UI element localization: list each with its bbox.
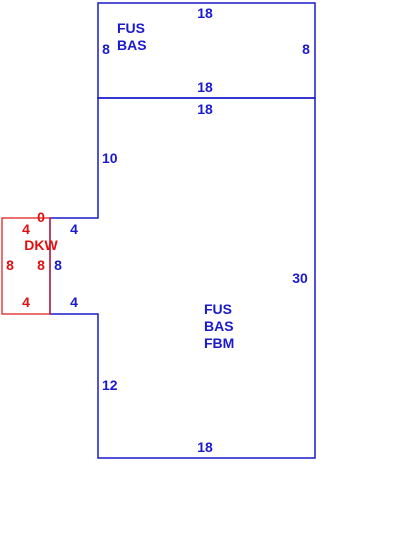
main-section-dim-left-upper: 10: [102, 150, 118, 166]
top-section-code-1: FUS: [117, 20, 145, 36]
top-section-dim-bottom: 18: [197, 79, 213, 95]
deck-section-dim-upper: 4: [22, 221, 30, 237]
main-section-dim-left-lower: 12: [102, 377, 118, 393]
deck-section-code: DKW: [24, 237, 58, 253]
top-section-dim-left: 8: [102, 41, 110, 57]
deck-section-dim-right: 8: [37, 257, 45, 273]
deck-section-dim-top: 0: [37, 209, 45, 225]
deck-section-dim-left: 8: [6, 257, 14, 273]
deck-section-dim-lower: 4: [22, 294, 30, 310]
main-section-code-3: FBM: [204, 335, 234, 351]
top-section-code-2: BAS: [117, 37, 147, 53]
top-section-dim-right: 8: [302, 41, 310, 57]
main-section-dim-notch-bottom: 4: [70, 294, 78, 310]
deck-section-outline: [1, 217, 51, 315]
main-section-outline: [49, 97, 316, 459]
top-section-dim-top: 18: [197, 5, 213, 21]
main-section-dim-bottom: 18: [197, 439, 213, 455]
main-section-code-1: FUS: [204, 301, 232, 317]
main-section-dim-right: 30: [292, 270, 308, 286]
main-section-dim-top: 18: [197, 101, 213, 117]
main-section-dim-notch-side: 8: [54, 257, 62, 273]
main-section-dim-notch-top: 4: [70, 221, 78, 237]
main-section-code-2: BAS: [204, 318, 234, 334]
